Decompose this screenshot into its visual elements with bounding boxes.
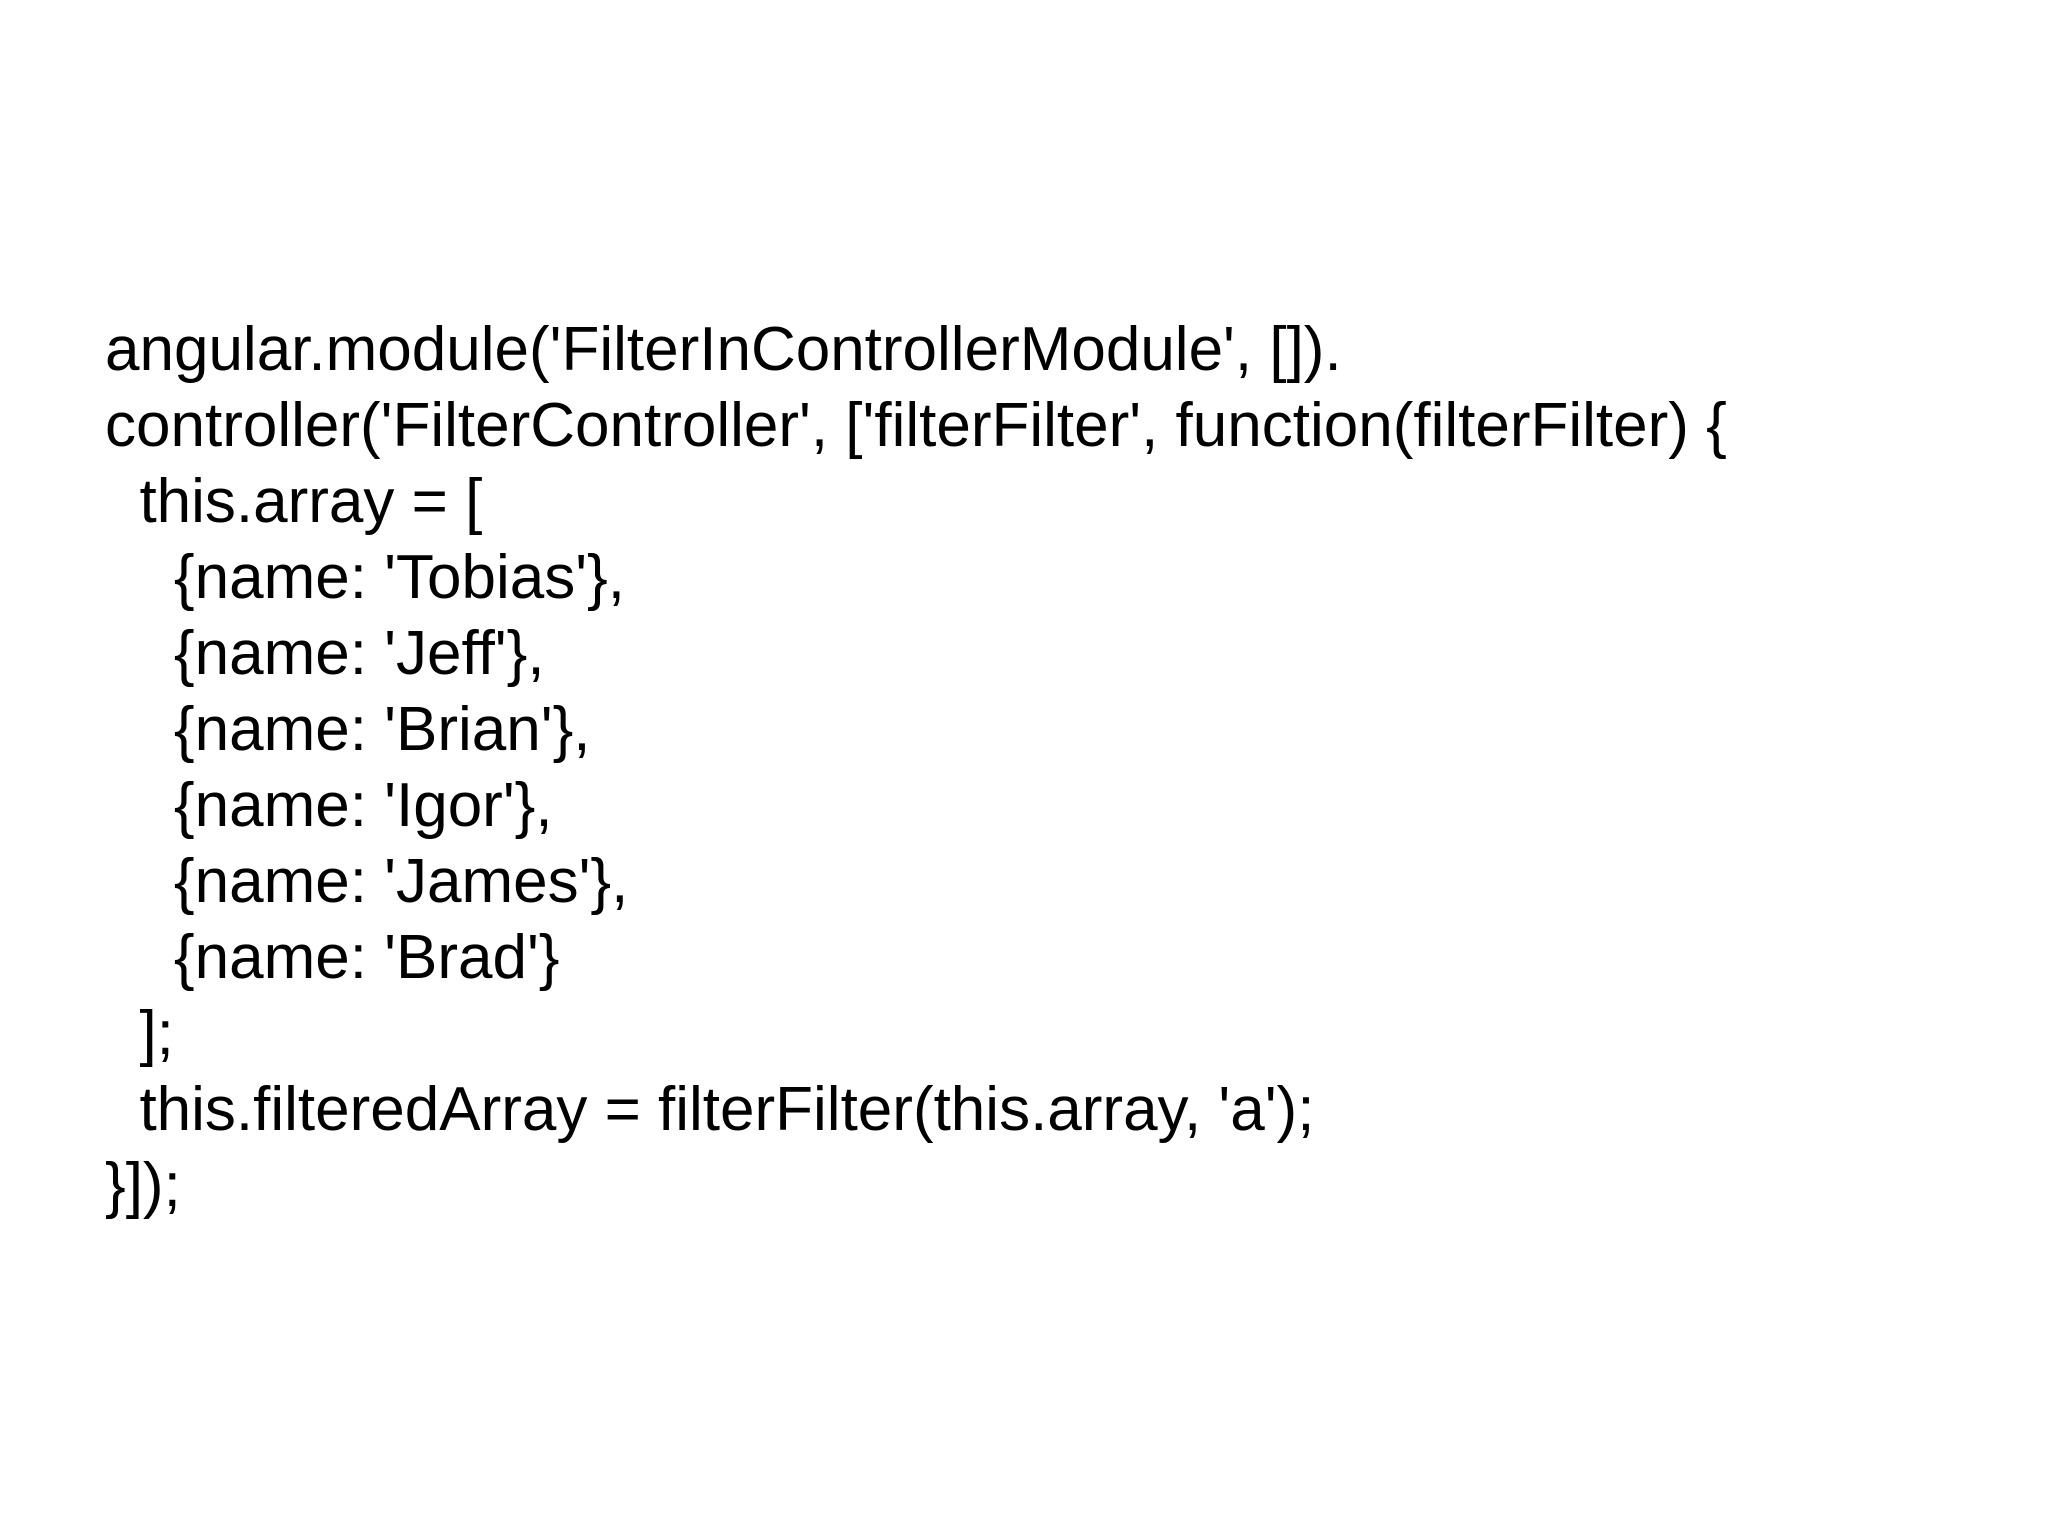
code-block: angular.module('FilterInControllerModule… — [105, 315, 1727, 1220]
